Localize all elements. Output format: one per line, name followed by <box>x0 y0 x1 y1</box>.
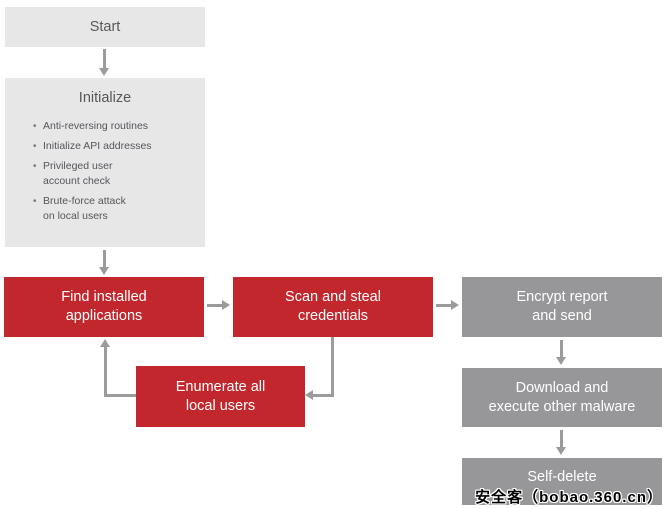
node-initialize: Initialize Anti-reversing routines Initi… <box>5 78 205 247</box>
arrow-enumerate-find-hline <box>104 394 136 397</box>
arrow-initialize-find-line <box>103 250 106 268</box>
node-find-installed-applications: Find installed applications <box>4 277 204 337</box>
arrow-scan-encrypt-head <box>451 300 459 310</box>
arrow-find-scan-line <box>207 304 223 307</box>
node-enumerate-local-users: Enumerate all local users <box>136 366 305 427</box>
watermark-text: 安全客（bobao.360.cn） <box>475 489 663 506</box>
node-self-delete-label: Self-delete <box>527 469 597 485</box>
node-start-label: Start <box>89 18 121 35</box>
node-encrypt-send-label: Encrypt report and send <box>516 289 608 324</box>
arrow-start-initialize-line <box>103 49 106 69</box>
arrow-find-scan-head <box>222 300 230 310</box>
arrow-enumerate-find-head <box>100 339 110 347</box>
arrow-scan-enumerate-vline <box>331 337 334 397</box>
node-scan-steal-credentials: Scan and steal credentials <box>233 277 433 337</box>
arrow-scan-encrypt-line <box>436 304 452 307</box>
arrow-scan-enumerate-head <box>305 390 313 400</box>
bullet-brute-force: Brute-force attack on local users <box>33 194 197 224</box>
arrow-start-initialize-head <box>99 68 109 76</box>
bullet-privileged-check: Privileged user account check <box>33 159 197 189</box>
arrow-scan-enumerate-hline <box>313 394 334 397</box>
node-find-installed-label: Find installed applications <box>61 289 147 324</box>
arrow-encrypt-download-head <box>556 357 566 365</box>
arrow-encrypt-download-line <box>560 340 563 358</box>
node-enumerate-users-label: Enumerate all local users <box>175 378 266 414</box>
node-start: Start <box>5 7 205 47</box>
node-download-execute-malware: Download and execute other malware <box>462 368 662 427</box>
initialize-bullet-list: Anti-reversing routines Initialize API a… <box>5 119 205 224</box>
arrow-enumerate-find-vline <box>104 347 107 397</box>
node-encrypt-report-send: Encrypt report and send <box>462 277 662 337</box>
arrow-initialize-find-head <box>99 267 109 275</box>
node-initialize-title: Initialize <box>78 90 132 106</box>
bullet-anti-reversing: Anti-reversing routines <box>33 119 197 134</box>
arrow-download-selfdelete-line <box>560 430 563 448</box>
node-self-delete: Self-delete <box>462 458 662 505</box>
arrow-download-selfdelete-head <box>556 447 566 455</box>
node-download-execute-label: Download and execute other malware <box>488 379 636 415</box>
node-scan-steal-label: Scan and steal credentials <box>285 289 381 324</box>
bullet-api-addresses: Initialize API addresses <box>33 139 197 154</box>
